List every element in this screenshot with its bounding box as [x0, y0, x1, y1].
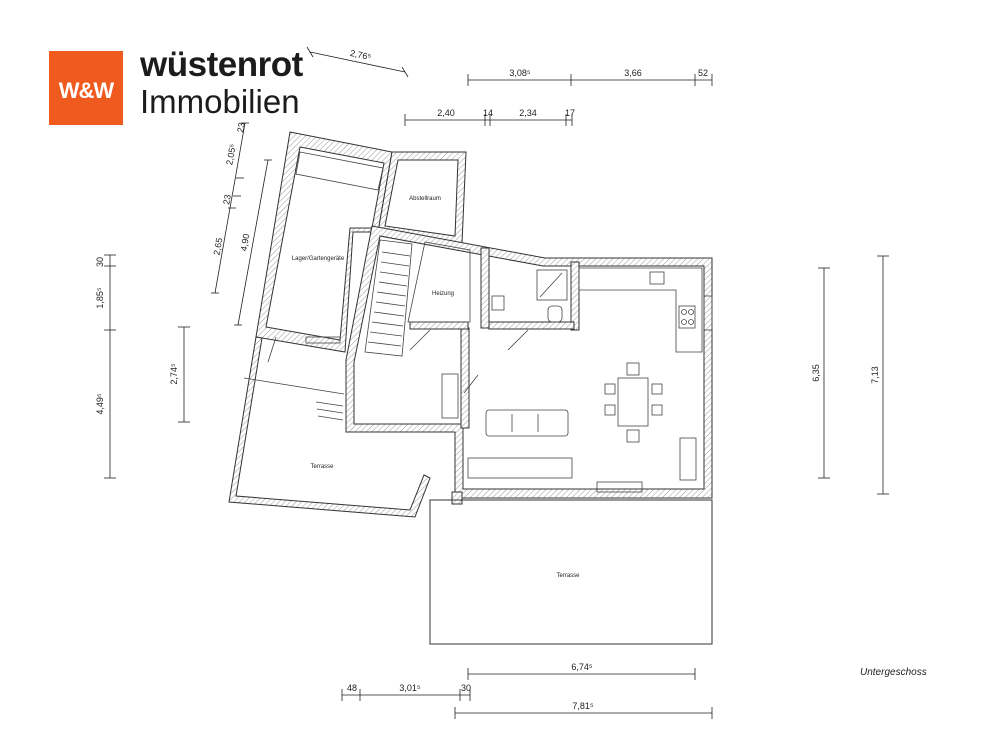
- dim-bottom-781: 7,81⁵: [572, 701, 594, 711]
- room-label-terrasse-left: Terrasse: [310, 464, 334, 470]
- room-label-abstellraum: Abstellraum: [409, 196, 441, 202]
- fixtures: [243, 151, 713, 645]
- wall-terrace-left: [228, 336, 431, 518]
- wall-partition-h2: [488, 321, 575, 330]
- dim-bottom-48: 48: [347, 683, 357, 693]
- dim-left-185: 1,85⁵: [95, 287, 105, 309]
- wall-bath-right: [570, 261, 580, 331]
- kitchen-sink: [649, 271, 665, 285]
- brand-subtitle: Immobilien: [140, 83, 300, 120]
- room-label-terrasse-main: Terrasse: [556, 573, 580, 579]
- heizung-room: [407, 241, 471, 323]
- floor-label: Untergeschoss: [860, 667, 927, 678]
- dim-mid-234: 2,34: [519, 108, 537, 118]
- dim-left-30: 30: [95, 257, 105, 267]
- dim-bottom-30: 30: [461, 683, 471, 693]
- wall-partition-h: [409, 321, 469, 330]
- dim-slant-490: 4,90: [239, 233, 252, 252]
- room-label-heizung: Heizung: [432, 291, 454, 297]
- dim-slant-205: 2,05⁵: [224, 143, 238, 166]
- dim-mid-14: 14: [483, 108, 493, 118]
- wall-partition-mid: [460, 327, 470, 429]
- dim-left-274: 2,74⁵: [169, 363, 179, 385]
- sideboard: [467, 457, 573, 479]
- door-swing-1: [409, 329, 431, 351]
- sofa: [485, 409, 569, 437]
- brand-logo: W&W: [49, 51, 123, 125]
- window-right: [703, 295, 713, 331]
- window-bottom: [596, 481, 643, 493]
- dim-top-slanted: 2,76⁵: [349, 48, 372, 62]
- stairs: [364, 239, 413, 357]
- wall-main-outer: [345, 225, 713, 499]
- door-swing-2: [507, 329, 529, 351]
- dim-top-366: 3,66: [624, 68, 642, 78]
- kitchen-counter: [578, 267, 703, 353]
- dim-slant-265: 2,65: [212, 237, 225, 256]
- door-swing-3: [267, 336, 277, 363]
- wall-terrace-sep: [451, 491, 463, 505]
- terrace-main: [429, 499, 713, 645]
- terrace-steps: [315, 401, 344, 421]
- toilet: [547, 305, 563, 323]
- small-cabinet: [441, 373, 459, 419]
- dim-mid-17: 17: [565, 108, 575, 118]
- door-swing-4: [463, 374, 479, 394]
- bath-sink: [491, 295, 505, 311]
- lager-shelf: [295, 151, 384, 191]
- dim-right-635: 6,35: [811, 364, 821, 382]
- logo-text: W&W: [58, 78, 114, 103]
- room-label-lager: Lager/Gartengeräte: [292, 256, 345, 262]
- dim-slant-23a: 23: [235, 122, 247, 134]
- dim-slant-23b: 23: [221, 194, 233, 206]
- dim-top-308: 3,08⁵: [509, 68, 531, 78]
- dimension-lines: [104, 46, 889, 719]
- dim-bottom-301: 3,01⁵: [399, 683, 421, 693]
- dim-bottom-674: 6,74⁵: [571, 662, 593, 672]
- brand-name: wüstenrot: [140, 45, 303, 84]
- kitchen-hob: [678, 305, 696, 329]
- wall-heizung-right: [480, 247, 490, 329]
- walls: [228, 131, 713, 518]
- dim-right-713: 7,13: [870, 366, 880, 384]
- dim-top-52: 52: [698, 68, 708, 78]
- lager-door: [305, 336, 341, 344]
- dim-left-449: 4,49⁵: [95, 393, 105, 415]
- shower: [536, 269, 568, 301]
- room-labels: Abstellraum Lager/Gartengeräte Heizung T…: [292, 196, 580, 579]
- dining-table: [617, 377, 649, 427]
- cabinet-right: [679, 437, 697, 481]
- dim-mid-240: 2,40: [437, 108, 455, 118]
- dimension-labels: 2,76⁵ 3,08⁵ 3,66 52 2,40 14 2,34 17 2,05…: [95, 48, 880, 711]
